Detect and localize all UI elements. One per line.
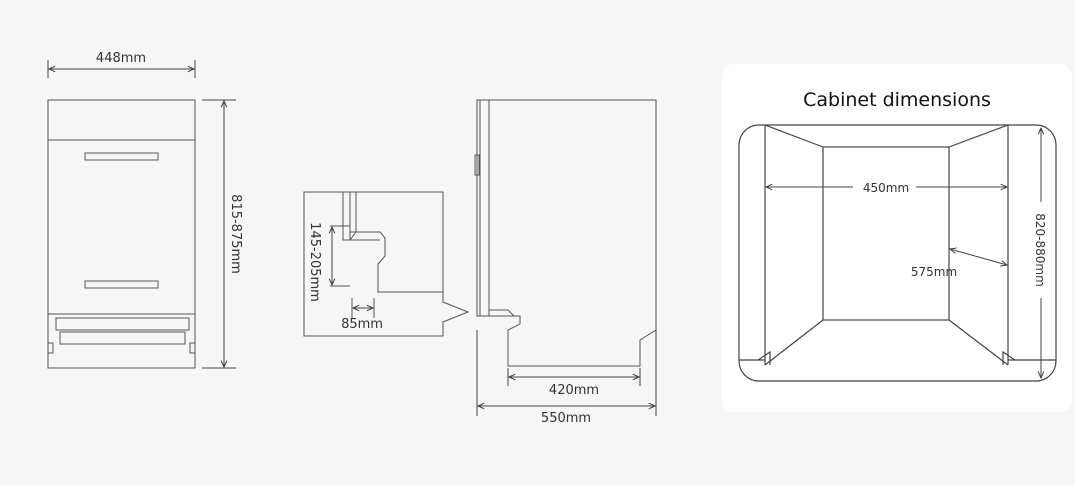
detail-height-label: 145-205mm bbox=[307, 222, 322, 302]
front-kick-plate bbox=[55, 317, 190, 331]
front-height-dimension bbox=[202, 99, 236, 369]
front-handle-upper bbox=[84, 152, 159, 161]
detail-plinth-profile bbox=[349, 231, 443, 293]
detail-view bbox=[303, 191, 470, 337]
front-view bbox=[47, 99, 196, 369]
front-body bbox=[47, 99, 196, 369]
cabinet-width-label: 450mm bbox=[863, 181, 909, 195]
front-height-label: 815-875mm bbox=[228, 194, 243, 274]
side-door bbox=[476, 99, 490, 317]
cabinet-outline bbox=[738, 124, 1057, 382]
front-foot-right bbox=[189, 342, 196, 354]
cabinet-depth-label: 575mm bbox=[911, 265, 957, 279]
front-foot-left bbox=[47, 342, 54, 354]
detail-door-inner bbox=[349, 192, 357, 233]
cabinet-right-corner-detail bbox=[1002, 350, 1056, 365]
detail-offset-label: 85mm bbox=[341, 317, 383, 332]
front-handle-lower bbox=[84, 280, 159, 289]
cabinet-depth-dimension bbox=[950, 249, 1007, 265]
side-foot-dimension bbox=[507, 368, 641, 386]
cabinet-drawing bbox=[738, 124, 1057, 382]
cabinet-left-corner-detail bbox=[739, 350, 771, 365]
front-width-label: 448mm bbox=[96, 51, 146, 66]
front-kick-inner bbox=[59, 331, 186, 345]
cabinet-title: Cabinet dimensions bbox=[803, 89, 991, 111]
side-foot-label: 420mm bbox=[549, 383, 599, 398]
side-view bbox=[474, 99, 657, 367]
cabinet-height-label: 820-880mm bbox=[1033, 213, 1047, 287]
cabinet-back-wall bbox=[822, 146, 950, 321]
front-width-dimension bbox=[47, 60, 196, 78]
side-door-latch bbox=[474, 154, 480, 176]
cabinet-card bbox=[722, 64, 1072, 412]
side-depth-label: 550mm bbox=[541, 411, 591, 426]
side-depth-dimension bbox=[476, 330, 657, 416]
detail-frame bbox=[303, 191, 470, 337]
side-plinth bbox=[489, 309, 515, 317]
side-body bbox=[489, 99, 657, 367]
